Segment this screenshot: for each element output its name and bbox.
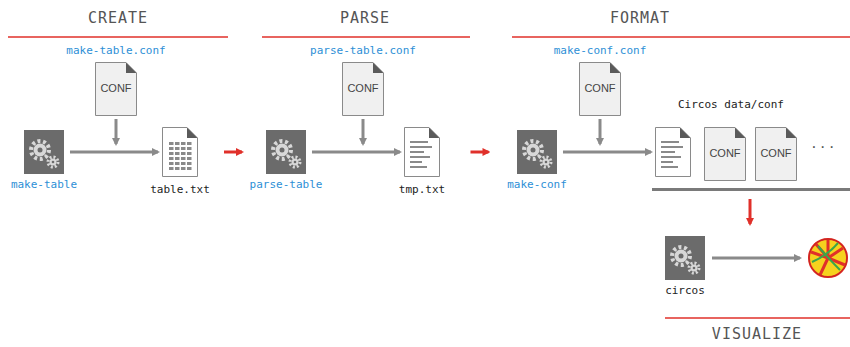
file-icon [162, 127, 198, 177]
section-title: CREATE [88, 9, 148, 27]
program-name: make-conf [507, 178, 567, 192]
section-title: PARSE [340, 9, 390, 27]
config-file-node: parse-table.confCONF [310, 44, 416, 116]
program-name: parse-table [250, 178, 323, 192]
program-icon [24, 130, 64, 174]
config-file-name: parse-table.conf [310, 44, 416, 58]
program-node: make-table [11, 130, 77, 192]
conf-icon-box: CONF [755, 127, 797, 181]
file-name: table.txt [150, 183, 210, 197]
config-file-node: make-table.confCONF [66, 44, 165, 116]
data-file-node: tmp.txt [399, 127, 445, 197]
conf-tag: CONF [755, 147, 797, 159]
conf-tag: CONF [579, 82, 621, 94]
render-arrow [712, 257, 800, 260]
output-group: Circos data/confCONF CONF... [652, 96, 850, 191]
stage-arrow [470, 151, 488, 154]
section-title: VISUALIZE [712, 325, 802, 343]
config-file-node: make-conf.confCONF [554, 44, 647, 116]
config-file-name: make-conf.conf [554, 44, 647, 58]
config-file-name: make-table.conf [66, 44, 165, 58]
flow-arrow [563, 151, 651, 154]
ellipsis: ... [810, 136, 836, 151]
program-name: make-table [11, 178, 77, 192]
file-icon [404, 127, 440, 177]
conf-tag: CONF [95, 82, 137, 94]
flow-arrow [312, 151, 400, 154]
program-name: circos [665, 284, 705, 298]
stage-arrow [749, 199, 752, 224]
file-name: tmp.txt [399, 183, 445, 197]
program-icon [517, 130, 557, 174]
flow-arrow [70, 151, 158, 154]
circos-image [809, 239, 847, 277]
program-icon [665, 236, 705, 280]
group-label: Circos data/conf [678, 98, 784, 112]
conf-tag: CONF [342, 82, 384, 94]
conf-icon-box: CONF [342, 62, 384, 116]
section-rule [8, 37, 850, 318]
section-title: FORMAT [610, 9, 670, 27]
conf-tag: CONF [704, 147, 746, 159]
config-file-node: CONF [704, 127, 746, 181]
program-node: circos [665, 236, 705, 298]
conf-icon-box: CONF [579, 62, 621, 116]
conf-icon-box: CONF [704, 127, 746, 181]
file-icon [655, 127, 691, 177]
program-icon [266, 130, 306, 174]
conf-icon-box: CONF [95, 62, 137, 116]
program-node: parse-table [250, 130, 323, 192]
program-node: make-conf [507, 130, 567, 192]
data-file-node: table.txt [150, 127, 210, 197]
config-file-node: CONF [755, 127, 797, 181]
stage-arrow [224, 151, 242, 154]
